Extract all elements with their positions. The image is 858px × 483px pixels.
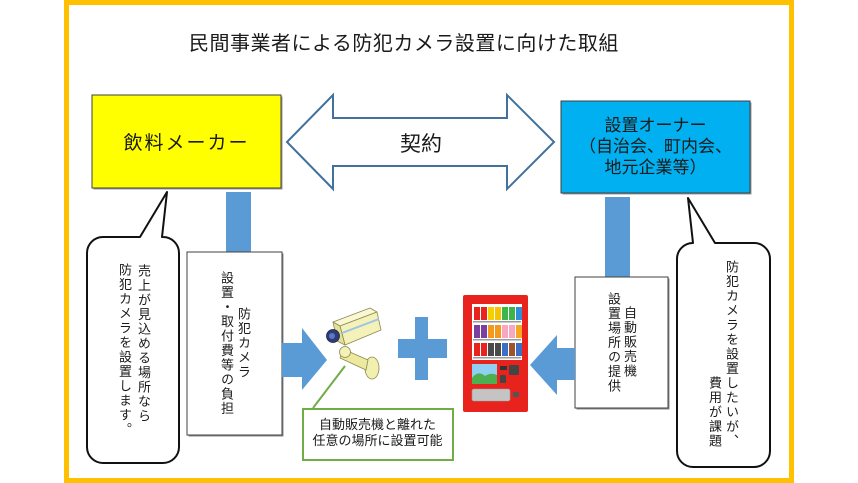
vending-bill-slot	[500, 375, 506, 383]
maker-role-line: 防犯カメラ	[235, 307, 250, 380]
vending-can	[481, 343, 487, 356]
owner-speech-bubble	[676, 197, 771, 468]
vending-can	[509, 307, 515, 320]
vending-ad-hills	[472, 373, 497, 384]
owner-connector-bar	[605, 197, 630, 277]
vending-can	[474, 325, 480, 338]
vending-can	[502, 343, 508, 356]
camera-stripe	[341, 318, 380, 334]
camera-note-text: 自動販売機と離れた 任意の場所に設置可能	[302, 408, 453, 460]
maker-bubble-line: 売上が見込める場所なら	[135, 264, 150, 424]
camera-lens-glass	[329, 333, 335, 339]
owner-role-box	[574, 276, 669, 409]
vending-can	[495, 325, 501, 338]
camera-note-line: 任意の場所に設置可能	[312, 434, 443, 449]
vending-shelf	[473, 321, 521, 323]
maker-label: 飲料メーカー	[123, 132, 250, 154]
plus-icon	[398, 317, 447, 380]
vending-can	[495, 307, 501, 320]
vending-can	[495, 343, 501, 356]
camera-note-box	[302, 408, 454, 461]
vending-can	[516, 325, 522, 338]
owner-label-line: （自治会、町内会、	[579, 136, 732, 157]
vending-can	[481, 307, 487, 320]
owner-role-line: 自動販売機	[621, 306, 636, 379]
vending-coin-slot	[500, 366, 507, 370]
owner-bubble-line: 費用が課題	[706, 375, 721, 449]
camera-joint	[339, 346, 351, 358]
vending-can	[474, 307, 480, 320]
maker-box	[91, 94, 282, 189]
vending-can	[509, 325, 515, 338]
vending-can	[481, 325, 487, 338]
contract-label: 契約	[400, 132, 442, 156]
maker-box-label: 飲料メーカー	[92, 95, 281, 188]
vending-can	[502, 325, 508, 338]
vending-return-button	[513, 392, 519, 397]
maker-bubble-line: 防犯カメラを設置します。	[116, 263, 131, 437]
vending-can	[488, 307, 494, 320]
security-camera-icon	[326, 307, 382, 380]
vending-can	[488, 325, 494, 338]
vending-can	[474, 343, 480, 356]
vending-can	[488, 343, 494, 356]
owner-bubble-line: 防犯カメラを設置したいが、	[723, 259, 738, 449]
plus-horizontal-bar	[398, 339, 447, 358]
owner-label-line: 地元企業等）	[604, 157, 707, 178]
camera-note-line: 自動販売機と離れた	[318, 418, 436, 433]
arrow-left-to-vending-machine	[530, 335, 575, 395]
vending-shelf	[473, 357, 521, 359]
camera-note-connector	[312, 365, 346, 409]
outer-frame	[64, 0, 794, 483]
vending-machine-icon	[463, 295, 528, 412]
owner-box-label: 設置オーナー （自治会、町内会、 地元企業等）	[561, 101, 750, 193]
vending-can	[502, 307, 508, 320]
vending-can	[516, 343, 522, 356]
maker-connector-bar	[226, 192, 251, 252]
owner-label-line: 設置オーナー	[604, 115, 707, 136]
vending-can	[516, 307, 522, 320]
maker-role-box	[186, 251, 283, 436]
vending-can	[509, 343, 515, 356]
vending-shelf	[473, 339, 521, 341]
vending-button-panel	[509, 365, 519, 375]
arrow-right-to-camera	[282, 328, 327, 390]
owner-role-line: 設置場所の提供	[605, 291, 620, 394]
maker-role-line: 設置・取付費等の負担	[218, 271, 233, 416]
diagram-title: 民間事業者による防犯カメラ設置に向けた取組	[189, 31, 619, 55]
vending-retrieval-slot	[471, 388, 511, 402]
owner-box	[560, 100, 751, 194]
double-arrow-icon	[285, 92, 556, 192]
maker-speech-bubble	[86, 191, 180, 464]
